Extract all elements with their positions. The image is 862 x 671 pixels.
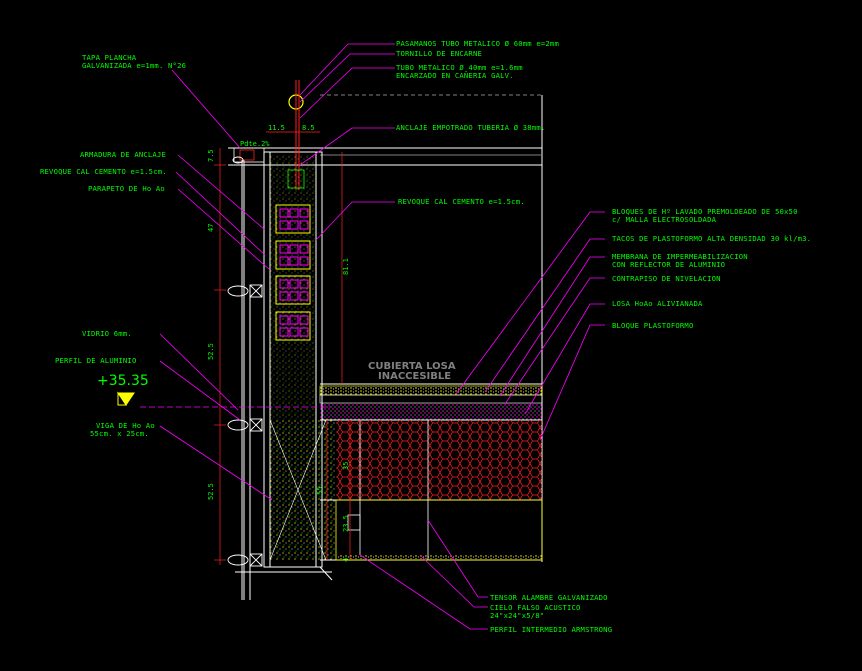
label-bloque-plastoformo: BLOQUE PLASTOFORMO: [612, 321, 694, 330]
label-contrapiso: CONTRAPISO DE NIVELACION: [612, 274, 721, 283]
label-losa: LOSA HoAo ALIVIANADA: [612, 299, 703, 308]
title-line-1: CUBIERTA LOSA: [368, 361, 456, 372]
dim-81-1: 81.1: [342, 258, 350, 275]
label-vidrio: VIDRIO 6mm.: [82, 329, 132, 338]
leader-lines: [159, 43, 605, 630]
title-line-2: INACCESIBLE: [378, 371, 451, 382]
label-tapa-2: GALVANIZADA e=1mm. N°26: [82, 61, 186, 70]
label-membrana-2: CON REFLECTOR DE ALUMINIO: [612, 260, 725, 269]
label-viga-2: 55cm. x 25cm.: [90, 429, 149, 438]
slope-label: Pdte.2%: [240, 140, 270, 148]
label-tensor: TENSOR ALAMBRE GALVANIZADO: [490, 593, 608, 602]
label-revoque-right: REVOQUE CAL CEMENTO e=1.5cm.: [398, 197, 525, 206]
label-revoque-left: REVOQUE CAL CEMENTO e=1.5cm.: [40, 167, 167, 176]
contrapiso-layer: [320, 403, 542, 420]
label-bloques-1: BLOQUES DE Hº LAVADO PREMOLDEADO DE 50x5…: [612, 207, 798, 216]
label-tubo-1: TUBO METALICO Ø 40mm e=1.6mm: [396, 63, 523, 72]
label-tacos: TACOS DE PLASTOFORMO ALTA DENSIDAD 30 kl…: [612, 234, 811, 243]
hollow-blocks: [275, 204, 311, 341]
label-viga-1: VIGA DE Ho Ao: [96, 421, 155, 430]
label-pasamanos: PASAMANOS TUBO METALICO Ø 60mm e=2mm: [396, 39, 559, 48]
dim-35: 35: [342, 462, 350, 470]
dim-47: 47: [207, 224, 215, 232]
label-parapeto: PARAPETO DE Ho Ao: [88, 184, 165, 193]
dim-7-5: 7.5: [207, 149, 215, 162]
window-anchors: [227, 156, 263, 567]
label-tubo-2: ENCARZADO EN CAÑERIA GALV.: [396, 71, 514, 80]
label-membrana-1: MEMBRANA DE IMPERMEABILIZACION: [612, 252, 748, 261]
label-cielo-1: CIELO FALSO ACUSTICO: [490, 603, 581, 612]
handrail: [233, 80, 305, 190]
dim-11-5: 11.5: [268, 124, 285, 132]
dim-52-5b: 52.5: [207, 483, 215, 500]
level-value: +35.35: [97, 373, 149, 389]
blocks-layer: [319, 385, 543, 396]
label-anclaje: ANCLAJE EMPOTRADO TUBERIA Ø 38mm.: [396, 123, 545, 132]
label-tornillo: TORNILLO DE ENCARNE: [396, 49, 482, 58]
label-tapa-1: TAPA PLANCHA: [82, 53, 137, 62]
dim-52-5a: 52.5: [207, 343, 215, 360]
label-cielo-2: 24"x24"x5/8": [490, 611, 544, 620]
plastoformo-hatch: [336, 420, 542, 500]
dim-55: 55: [316, 487, 324, 495]
dim-8-5: 8.5: [302, 124, 315, 132]
label-perfil-aluminio: PERFIL DE ALUMINIO: [55, 356, 137, 365]
dim-23-5: 23.5: [342, 515, 350, 532]
label-armadura: ARMADURA DE ANCLAJE: [80, 150, 166, 159]
label-bloques-2: c/ MALLA ELECTROSOLDADA: [612, 215, 717, 224]
label-perfil-armstrong: PERFIL INTERMEDIO ARMSTRONG: [490, 625, 612, 634]
dim-4: 4: [342, 558, 350, 562]
dimension-lines: [214, 131, 351, 565]
